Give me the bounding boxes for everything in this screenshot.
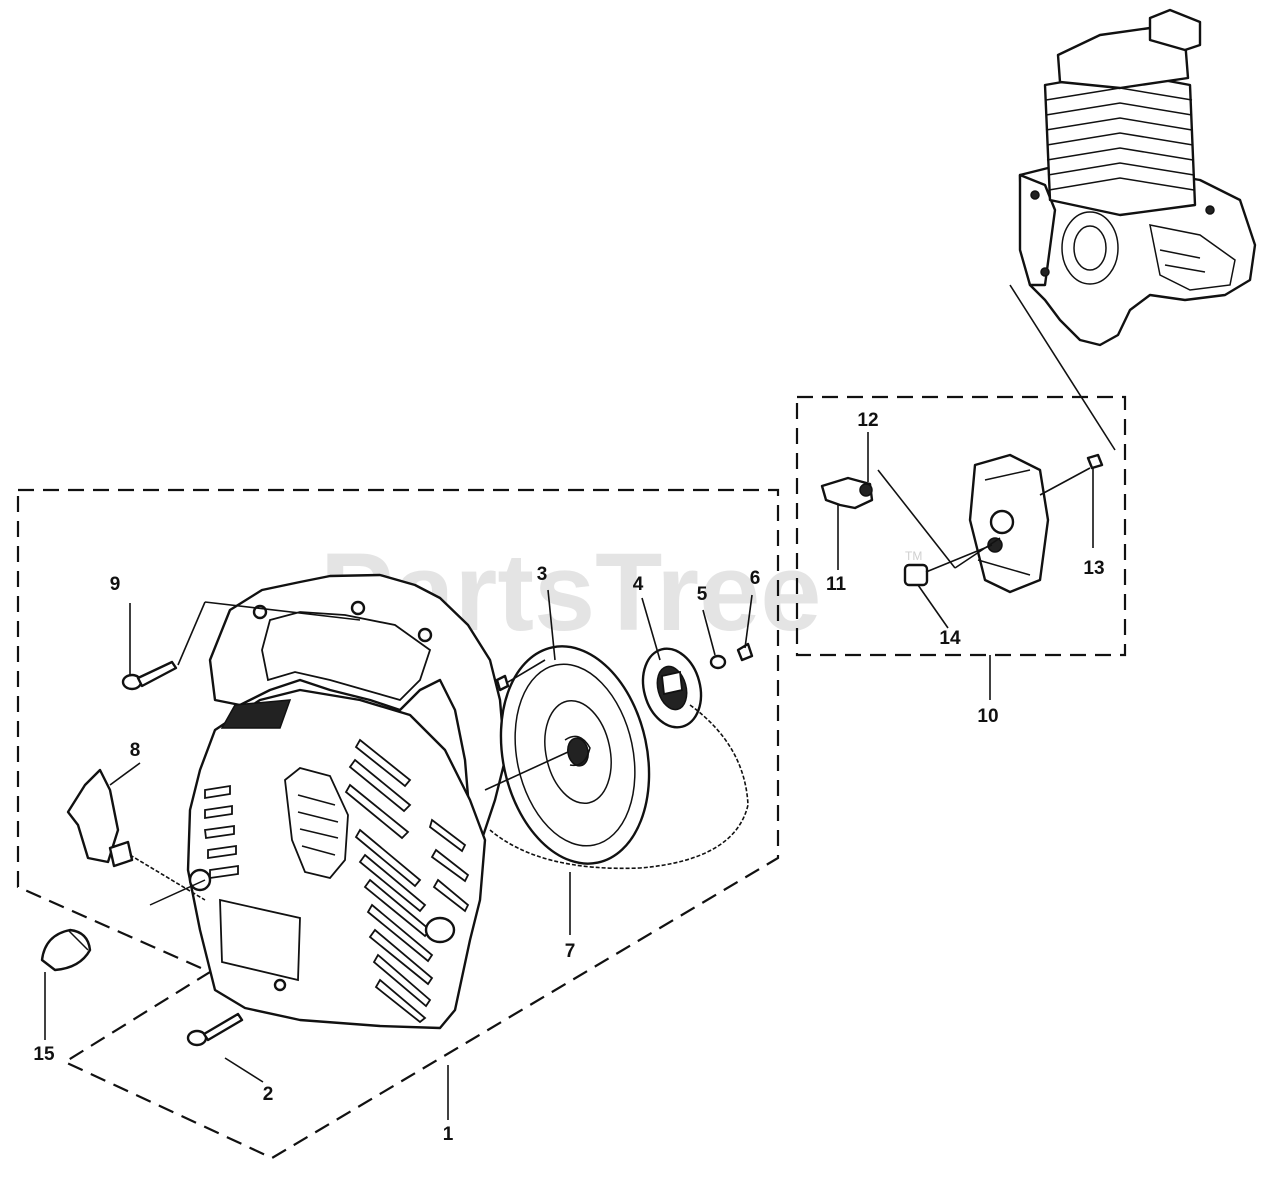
callout-5: 5 (697, 584, 708, 605)
callout-13: 13 (1083, 558, 1104, 579)
callout-3: 3 (537, 564, 548, 585)
callout-15: 15 (33, 1044, 55, 1065)
washer (709, 654, 727, 670)
engine-block (1009, 8, 1257, 451)
recoil-pulley (484, 645, 651, 865)
callout-12: 12 (857, 410, 878, 431)
part-13-pin (1086, 453, 1104, 470)
callout-8: 8 (130, 740, 141, 761)
callout-6: 6 (750, 568, 761, 589)
primer-bulb (40, 928, 92, 972)
callout-1: 1 (443, 1124, 454, 1145)
starter-housing (149, 573, 507, 1030)
callout-2: 2 (263, 1084, 274, 1105)
part-14-screw (903, 537, 1001, 587)
callout-9: 9 (110, 574, 121, 595)
leader-lines (44, 432, 1094, 1120)
group-outline-10 (795, 395, 1127, 657)
callout-11: 11 (826, 574, 847, 595)
pawl-plate (641, 647, 703, 729)
part-12-flywheel-key (820, 469, 956, 569)
starter-rope (489, 704, 749, 870)
watermark-trademark: TM (905, 549, 922, 563)
ignition-module (968, 453, 1091, 594)
callout-4: 4 (633, 574, 644, 595)
starter-handle (66, 768, 206, 901)
callout-14: 14 (939, 628, 961, 649)
callout-10: 10 (977, 706, 998, 727)
callout-7: 7 (565, 941, 576, 962)
screw-part-2 (186, 1012, 244, 1047)
callout-labels: 1 2 3 4 5 6 7 8 9 10 11 12 13 14 15 (33, 410, 1104, 1145)
screw-part-9 (121, 660, 178, 691)
group-outline-1 (16, 488, 780, 1160)
